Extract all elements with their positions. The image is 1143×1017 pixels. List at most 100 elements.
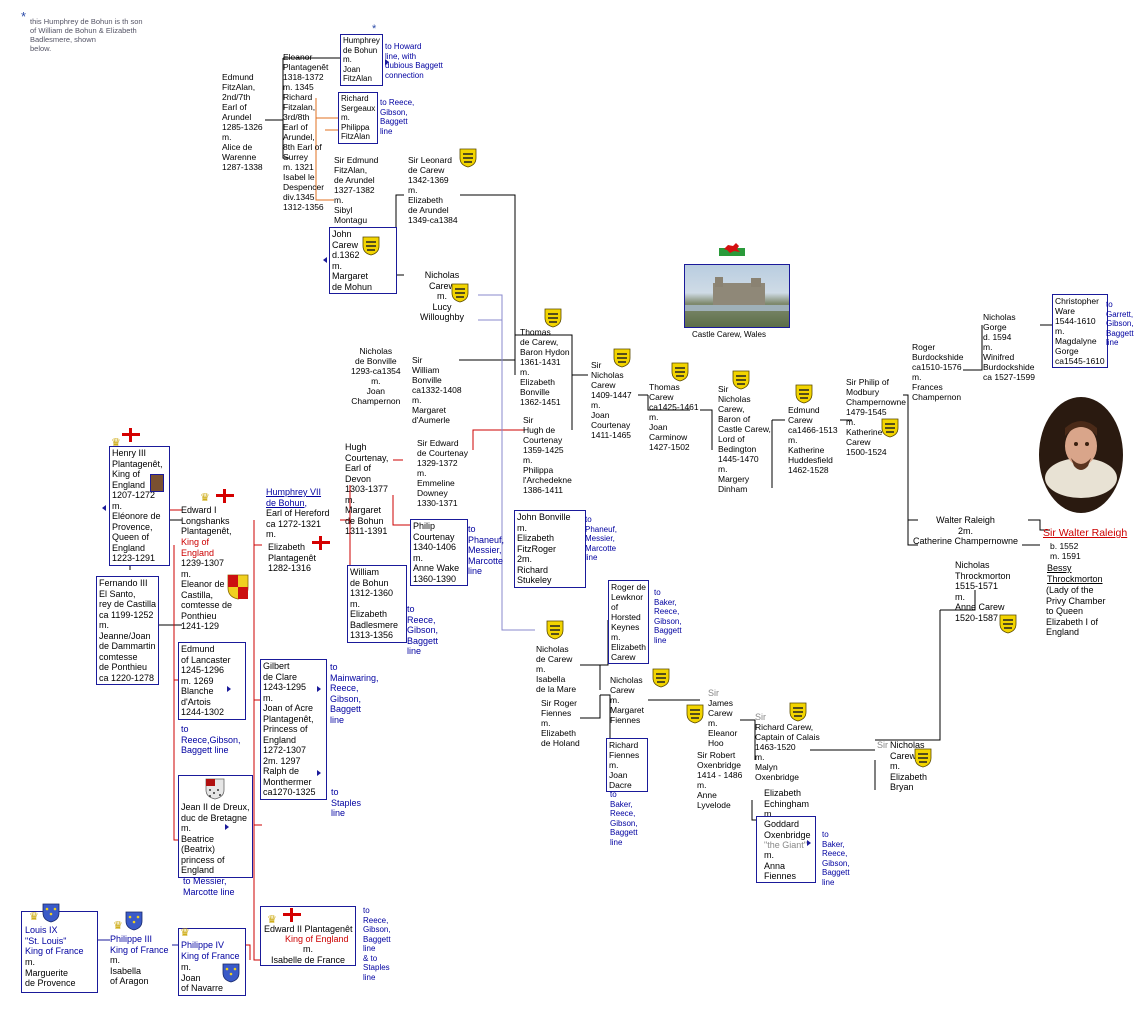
person-sir-walter-raleigh[interactable]: Sir Walter Raleigh [1043, 527, 1128, 539]
person-sir-nicholas-carew-bryan-sir: Sir [877, 740, 888, 750]
carew-arms-icon [789, 702, 807, 722]
goddard-name: Goddard Oxenbridge [764, 819, 811, 840]
link-howard-line[interactable]: to Howard line, with dubious Baggett con… [385, 42, 443, 80]
person-sir-edward-courtenay: Sir Edward de Courtenay 1329-1372 m. Emm… [417, 438, 469, 508]
person-philip-courtenay[interactable]: Philip Courtenay 1340-1406 m. Anne Wake … [410, 519, 469, 586]
person-humphrey-bohun[interactable]: Humphrey de Bohun m. Joan FitzAlan [340, 34, 383, 86]
arrow-right-icon [225, 824, 229, 830]
st-george-cross-icon [312, 536, 330, 550]
france-arms-icon [222, 963, 240, 983]
st-george-cross-icon [283, 908, 301, 922]
goddard-nickname: "the Giant" [764, 840, 807, 850]
person-nicholas-gorge: Nicholas Gorge d. 1594 m. Winifred Burdo… [983, 312, 1035, 382]
link-messier-marcotte[interactable]: to Messier, Marcotte line [183, 876, 235, 897]
person-edmund-carew: Edmund Carew ca1466-1513 m. Katherine Hu… [788, 405, 838, 475]
carew-arms-icon [671, 362, 689, 382]
person-sir-roger-fiennes: Sir Roger Fiennes m. Elizabeth de Holand [541, 698, 580, 748]
link-reece-gibson-baggett-lancaster[interactable]: to Reece,Gibson, Baggett line [181, 724, 241, 755]
person-thomas-de-carew: Thomas de Carew, Baron Hydon 1361-1431 m… [520, 327, 570, 407]
link-baker-reece-2[interactable]: to Baker, Reece, Gibson, Baggett line [654, 588, 682, 645]
person-nicholas-de-carew-isabella: Nicholas de Carew m. Isabella de la Mare [536, 644, 577, 694]
person-john-bonville[interactable]: John Bonville m. Elizabeth FitzRoger 2m.… [514, 510, 586, 588]
raleigh-dates: b. 1552 m. 1591 [1050, 541, 1081, 561]
link-phaneuf-messier-2[interactable]: to Phaneuf, Messier, Marcotte line [585, 515, 618, 562]
person-louis-ix[interactable]: Louis IX "St. Louis" King of France m. M… [21, 911, 98, 993]
carew-arms-icon [546, 620, 564, 640]
person-bessy-throckmorton[interactable]: Bessy Throckmorton [1047, 563, 1103, 584]
person-roger-de-lewknor[interactable]: Roger de Lewknor of Horsted Keynes m. El… [608, 580, 649, 664]
carew-arms-icon [795, 384, 813, 404]
st-george-cross-icon [216, 489, 234, 503]
carew-arms-icon [881, 418, 899, 438]
person-bessy-title: (Lady of the Privy Chamber to Queen Eliz… [1046, 585, 1106, 637]
person-sir-william-bonville: Sir William Bonville ca1332-1408 m. Marg… [412, 355, 462, 425]
arrow-right-icon [385, 59, 389, 65]
person-sir-nicholas-carew-baron: Sir Nicholas Carew, Baron of Castle Care… [718, 384, 771, 494]
person-nicholas-bonville: Nicholas de Bonville 1293-ca1354 m. Joan… [351, 346, 401, 406]
link-reece-gibson-baggett-1[interactable]: to Reece, Gibson, Baggett line [380, 98, 415, 136]
carew-arms-icon [914, 748, 932, 768]
link-reece-gibson-baggett-staples[interactable]: to Reece, Gibson, Baggett line & to Stap… [363, 906, 391, 982]
person-philippe-iii: Philippe III King of France [110, 934, 169, 955]
crown-icon: ♛ [113, 920, 123, 932]
person-william-de-bohun[interactable]: William de Bohun 1312-1360 m. Elizabeth … [347, 565, 408, 643]
person-nicholas-carew-lucy: Nicholas Carew m. Lucy Willoughby [420, 270, 465, 322]
person-richard-sergeaux[interactable]: Richard Sergeaux m. Philippa FitzAlan [338, 92, 379, 144]
castle-carew-photo [684, 264, 790, 328]
person-christopher-ware[interactable]: Christopher Ware 1544-1610 m. Magdalyne … [1052, 294, 1108, 368]
footnote-star: * [21, 9, 27, 24]
wales-flag-icon [719, 240, 745, 256]
link-staples-line[interactable]: to Staples line [331, 787, 362, 818]
edward-ii-spouse: m. Isabelle de France [271, 944, 346, 965]
philippe-iv-name: Philippe IV King of France [181, 940, 240, 961]
arrow-right-icon [227, 686, 231, 692]
st-george-cross-icon [122, 428, 140, 442]
person-edmund-of-lancaster[interactable]: Edmund of Lancaster 1245-1296 m. 1269 Bl… [178, 642, 246, 720]
person-sir-philip-modbury: Sir Philip of Modbury Champernowne 1479-… [846, 377, 907, 457]
person-henry-iii[interactable]: Henry III Plantagenêt, King of England 1… [109, 446, 170, 566]
castilla-arms-icon [227, 574, 249, 600]
person-sir-nicholas-carew-1409: Sir Nicholas Carew 1409-1447 m. Joan Cou… [591, 360, 632, 440]
france-arms-icon [42, 903, 60, 923]
link-mainwaring-reece[interactable]: to Mainwaring, Reece, Gibson, Baggett li… [330, 662, 379, 725]
person-philippe-iv[interactable]: Philippe IV King of France m. Joan of Na… [178, 928, 246, 996]
person-gilbert-de-clare[interactable]: Gilbert de Clare 1243-1295 m. Joan of Ac… [260, 659, 327, 800]
person-roger-burdockshide: Roger Burdockshide ca1510-1576 m. France… [912, 342, 964, 402]
louis-ix-name: Louis IX "St. Louis" King of France [25, 925, 84, 956]
crown-icon: ♛ [267, 914, 277, 926]
person-eleanor-plantagenet: Eleanor Plantagenêt 1318-1372 m. 1345 [283, 52, 329, 92]
person-sir-nicholas-carew-bryan: Nicholas Carew m. Elizabeth Bryan [890, 740, 928, 792]
person-goddard-oxenbridge[interactable]: Goddard Oxenbridge "the Giant" m. Anna F… [756, 816, 816, 883]
edward-ii-name: Edward II Plantagenêt [264, 924, 353, 934]
link-baker-reece-3[interactable]: to Baker, Reece, Gibson, Baggett line [822, 830, 850, 887]
link-phaneuf-messier-1[interactable]: to Phaneuf, Messier, Marcotte line [468, 524, 505, 576]
dreux-arms-icon [205, 778, 225, 800]
philippe-iv-spouse: m. Joan of Navarre [181, 962, 224, 993]
person-sir-james-sir: Sir [708, 688, 719, 698]
castle-caption: Castle Carew, Wales [692, 330, 766, 339]
goddard-spouse: m. Anna Fiennes [764, 850, 797, 881]
person-edward-i-details: 1239-1307 m. Eleanor de Castilla, comtes… [181, 558, 233, 631]
arrow-right-icon [807, 840, 811, 846]
person-hugh-courtenay-devon: Hugh Courtenay, Earl of Devon 1303-1377 … [345, 442, 389, 536]
person-sir-richard-carew: Richard Carew, Captain of Calais 1463-15… [755, 722, 820, 782]
person-humphrey-vii-de-bohun[interactable]: Humphrey VII de Bohun, [266, 487, 322, 508]
france-arms-icon [125, 911, 143, 931]
person-edward-i: Edward I Longshanks Plantagenêt, [181, 505, 232, 536]
person-edward-i-king: King of England [181, 537, 215, 558]
carew-arms-icon [999, 614, 1017, 634]
henry-iii-portrait [150, 474, 164, 492]
link-baker-reece-1[interactable]: to Baker, Reece, Gibson, Baggett line [610, 790, 638, 847]
person-richard-fitzalan: Richard Fitzalan, 3rd/8th Earl of Arunde… [283, 92, 325, 212]
link-garrett-gibson-baggett[interactable]: to Garrett, Gibson, Baggett line [1106, 300, 1134, 347]
person-richard-fiennes[interactable]: Richard Fiennes m. Joan Dacre [606, 738, 649, 792]
arrow-left-icon [323, 257, 327, 263]
arrow-right-icon [317, 770, 321, 776]
person-john-carew[interactable]: John Carew d.1362 m. Margaret de Mohun [329, 227, 398, 294]
person-nicholas-throckmorton: Nicholas Throckmorton 1515-1571 m. Anne … [955, 560, 1011, 623]
link-reece-gibson-baggett-2[interactable]: to Reece, Gibson, Baggett line [407, 604, 439, 656]
person-fernando-iii[interactable]: Fernando III El Santo, rey de Castilla c… [96, 576, 160, 685]
carew-arms-icon [459, 148, 477, 168]
person-edward-ii[interactable]: Edward II Plantagenêt King of England m.… [260, 906, 356, 966]
person-thomas-carew-1425: Thomas Carew ca1425-1461 m. Joan Carmino… [649, 382, 699, 452]
